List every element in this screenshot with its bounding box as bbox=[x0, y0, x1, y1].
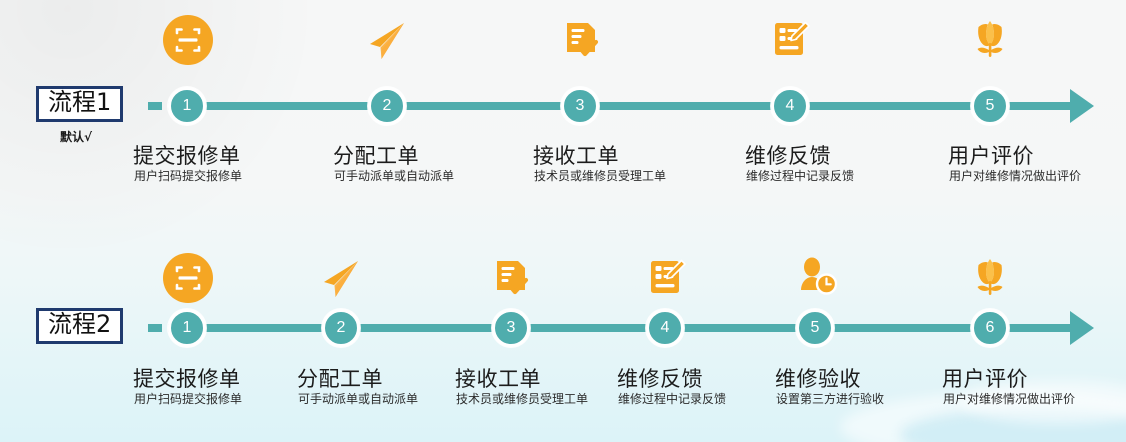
rail-stub bbox=[148, 102, 162, 110]
rail-bar bbox=[168, 324, 1078, 332]
flow-2-step-6-title: 用户评价 bbox=[942, 367, 1028, 391]
node-number: 6 bbox=[985, 319, 995, 336]
flow-1-step-5-desc: 用户对维修情况做出评价 bbox=[949, 169, 1082, 183]
rail-stub bbox=[148, 324, 162, 332]
flow-2-node-1[interactable]: 1 bbox=[168, 309, 206, 347]
flow-2-step-3-desc: 技术员或维修员受理工单 bbox=[456, 392, 589, 406]
node-number: 5 bbox=[985, 97, 995, 114]
flow-2-step-5-icon-wrap bbox=[788, 250, 844, 306]
scan-code-icon bbox=[163, 15, 213, 65]
document-edit-icon bbox=[775, 21, 810, 55]
flow-2-step-4-desc: 维修过程中记录反馈 bbox=[618, 392, 727, 406]
flow-2-step-2-title: 分配工单 bbox=[297, 367, 383, 391]
flow-1-step-3-title: 接收工单 bbox=[533, 144, 619, 168]
flow-2-step-1-title: 提交报修单 bbox=[133, 367, 241, 391]
flow-1-step-5-title: 用户评价 bbox=[948, 144, 1034, 168]
flow-2-step-4-icon-wrap bbox=[638, 250, 694, 306]
flow-1-node-2[interactable]: 2 bbox=[368, 87, 406, 125]
node-number: 1 bbox=[182, 97, 192, 114]
flow-2-step-2-icon-wrap bbox=[312, 250, 368, 306]
flow-2-step-6-desc: 用户对维修情况做出评价 bbox=[943, 392, 1076, 406]
flow-1-step-4-title: 维修反馈 bbox=[745, 144, 831, 168]
rail-bar bbox=[168, 102, 1078, 110]
flow-2-step-3-icon-wrap bbox=[482, 250, 538, 306]
rail-arrow-icon bbox=[1070, 311, 1094, 345]
flow-1-step-4-desc: 维修过程中记录反馈 bbox=[746, 169, 855, 183]
flow-1-node-3[interactable]: 3 bbox=[561, 87, 599, 125]
flow-2-step-1-desc: 用户扫码提交报修单 bbox=[134, 392, 243, 406]
flow-2-node-3[interactable]: 3 bbox=[492, 309, 530, 347]
flow-badge-1[interactable]: 流程1 bbox=[36, 86, 124, 122]
flow-2-node-5[interactable]: 5 bbox=[796, 309, 834, 347]
flow-2-step-6-icon-wrap bbox=[962, 250, 1018, 306]
flow-1-rail: 1 2 3 4 5 bbox=[148, 85, 1098, 127]
node-number: 4 bbox=[785, 97, 795, 114]
paper-plane-icon bbox=[370, 23, 404, 59]
flow-2-step-1-icon-wrap bbox=[160, 250, 216, 306]
node-number: 3 bbox=[575, 97, 585, 114]
flow-1-step-3-icon-wrap bbox=[552, 12, 608, 68]
flow-2-node-4[interactable]: 4 bbox=[646, 309, 684, 347]
node-number: 2 bbox=[336, 319, 346, 336]
flow-1-step-2-icon-wrap bbox=[358, 12, 414, 68]
flow-1-node-5[interactable]: 5 bbox=[971, 87, 1009, 125]
flow-1-step-1-desc: 用户扫码提交报修单 bbox=[134, 169, 243, 183]
tulip-flower-icon bbox=[977, 21, 1003, 57]
flow-badge-1-sub: 默认√ bbox=[60, 130, 93, 144]
flow-1-step-4-icon-wrap bbox=[762, 12, 818, 68]
flow-2-step-5-desc: 设置第三方进行验收 bbox=[776, 392, 885, 406]
flow-1-node-4[interactable]: 4 bbox=[771, 87, 809, 125]
document-check-icon bbox=[497, 261, 529, 295]
scan-code-icon bbox=[163, 253, 213, 303]
flow-2-step-2-desc: 可手动派单或自动派单 bbox=[298, 392, 419, 406]
flow-1-step-1-title: 提交报修单 bbox=[133, 144, 241, 168]
paper-plane-icon bbox=[324, 261, 358, 297]
flow-1-step-2-desc: 可手动派单或自动派单 bbox=[334, 169, 455, 183]
node-number: 3 bbox=[506, 319, 516, 336]
flow-2-step-3-title: 接收工单 bbox=[455, 367, 541, 391]
tulip-flower-icon bbox=[977, 259, 1003, 295]
flow-2-step-5-title: 维修验收 bbox=[775, 367, 861, 391]
document-check-icon bbox=[567, 23, 599, 57]
flow-1-step-2-title: 分配工单 bbox=[333, 144, 419, 168]
person-clock-icon bbox=[801, 257, 838, 295]
flow-2-node-6[interactable]: 6 bbox=[971, 309, 1009, 347]
flow-1-step-1-icon-wrap bbox=[160, 12, 216, 68]
node-number: 5 bbox=[810, 319, 820, 336]
rail-arrow-icon bbox=[1070, 89, 1094, 123]
node-number: 2 bbox=[382, 97, 392, 114]
flow-2-step-4-title: 维修反馈 bbox=[617, 367, 703, 391]
document-edit-icon bbox=[651, 259, 686, 293]
flow-1-step-5-icon-wrap bbox=[962, 12, 1018, 68]
flow-1-step-3-desc: 技术员或维修员受理工单 bbox=[534, 169, 667, 183]
decorative-wave-2 bbox=[900, 408, 1126, 442]
flow-badge-2[interactable]: 流程2 bbox=[36, 308, 124, 344]
flow-2-node-2[interactable]: 2 bbox=[322, 309, 360, 347]
node-number: 1 bbox=[182, 319, 192, 336]
flow-1-node-1[interactable]: 1 bbox=[168, 87, 206, 125]
flow-2-rail: 1 2 3 4 5 6 bbox=[148, 307, 1098, 349]
node-number: 4 bbox=[660, 319, 670, 336]
